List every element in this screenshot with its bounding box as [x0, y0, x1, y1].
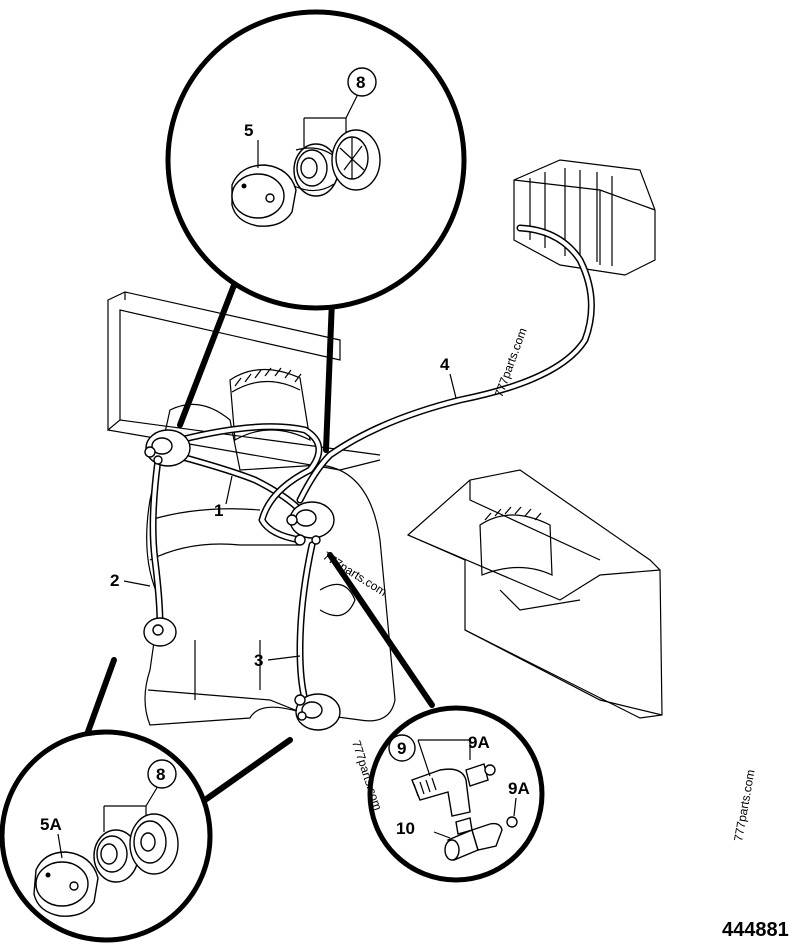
hose-2	[149, 456, 164, 629]
watermark-4: 777parts.com	[731, 768, 757, 842]
callout-8-bottom: 8	[156, 765, 165, 784]
callout-8-top: 8	[356, 73, 365, 92]
callout-9: 9	[397, 739, 406, 758]
cylinder-center	[286, 501, 335, 546]
detail-leaders	[82, 277, 435, 803]
callout-2: 2	[110, 571, 119, 590]
callout-5: 5	[244, 121, 253, 140]
cylinder-upper-left	[144, 429, 191, 467]
valve-block	[513, 159, 656, 276]
detail-circle-top	[165, 9, 467, 311]
cylinder-lower-center	[294, 693, 341, 731]
callout-5a: 5A	[40, 815, 62, 834]
detail-circle-bottom-right	[367, 705, 545, 883]
callout-9a-1: 9A	[468, 733, 490, 752]
hose-3	[296, 541, 316, 704]
hose-4	[296, 224, 595, 504]
callout-9a-2: 9A	[508, 779, 530, 798]
callout-labels: 1 2 3 4 5 5A 8 8 9 9A 9A 10	[40, 73, 530, 838]
callout-1: 1	[214, 501, 223, 520]
hose-1	[171, 423, 323, 544]
callout-3: 3	[254, 651, 263, 670]
cylinder-lower-left	[143, 617, 177, 647]
callout-4: 4	[440, 355, 450, 374]
detail-circle-bottom-left	[0, 729, 213, 943]
chassis-frame-right	[406, 469, 663, 719]
figure-number: 444881	[722, 919, 789, 941]
callout-10: 10	[396, 819, 415, 838]
